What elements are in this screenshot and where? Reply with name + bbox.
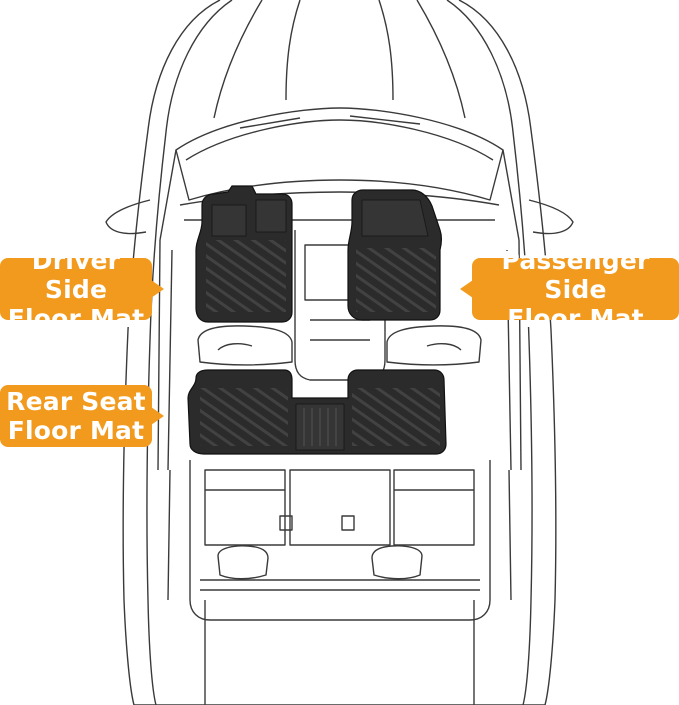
passenger-side-callout: Passenger Side Floor Mat — [460, 246, 679, 333]
rear-seat-callout: Rear Seat Floor Mat — [0, 385, 164, 447]
passenger-side-floor-mat — [347, 189, 443, 321]
driver-callout-line2: Floor Mat — [7, 303, 145, 333]
rear-callout-line1: Rear Seat — [6, 387, 146, 416]
passenger-callout-line1: Passenger Side — [501, 245, 650, 304]
callout-pointer — [151, 280, 164, 298]
callout-pointer — [151, 407, 164, 425]
driver-callout-line1: Driver Side — [31, 245, 121, 304]
callout-pointer — [460, 280, 473, 298]
rear-callout-line2: Floor Mat — [7, 416, 145, 445]
driver-side-floor-mat — [195, 185, 293, 323]
rear-seat-floor-mat — [187, 369, 447, 455]
passenger-callout-line2: Floor Mat — [507, 303, 644, 333]
car-body — [105, 0, 574, 705]
driver-side-callout: Driver Side Floor Mat — [0, 246, 164, 333]
